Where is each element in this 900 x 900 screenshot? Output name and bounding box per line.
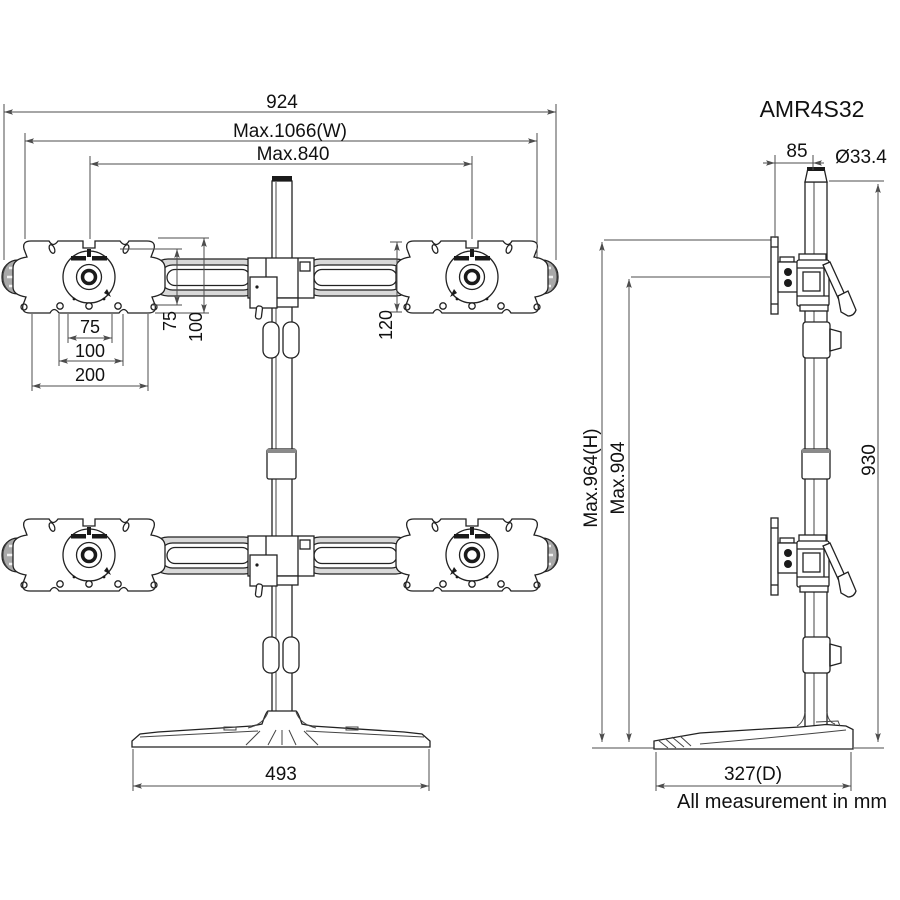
dim-label-75-vertical: 75 xyxy=(160,311,180,331)
measurement-unit-note: All measurement in mm xyxy=(677,791,887,813)
dim-label-493: 493 xyxy=(265,764,297,785)
dim-label-100-horizontal: 100 xyxy=(75,341,105,361)
front-base xyxy=(131,710,431,748)
side-pole-cap xyxy=(807,167,825,171)
dim-label-max-840: Max.840 xyxy=(257,144,330,165)
dim-label-max-904: Max.904 xyxy=(608,441,629,514)
front-pole-cap xyxy=(272,176,292,181)
dim-label-120: 120 xyxy=(376,310,396,340)
side-upper-cable-box xyxy=(802,321,842,359)
dim-label-max-964: Max.964(H) xyxy=(581,428,602,527)
side-view xyxy=(592,155,884,791)
side-base xyxy=(653,711,854,750)
model-number-title: AMR4S32 xyxy=(760,96,865,122)
front-dimensions xyxy=(3,104,557,791)
dim-label-200: 200 xyxy=(75,365,105,385)
side-dimensions xyxy=(655,155,884,791)
front-pole-collar xyxy=(266,448,297,480)
dim-label-pole-diameter: Ø33.4 xyxy=(835,147,887,168)
dim-label-100-vertical: 100 xyxy=(186,312,206,342)
dim-label-max-1066: Max.1066(W) xyxy=(233,121,347,142)
dim-label-75-horizontal: 75 xyxy=(80,317,100,337)
front-view xyxy=(2,104,558,791)
dim-label-327: 327(D) xyxy=(724,764,782,785)
side-height-dimensions xyxy=(592,239,771,749)
dim-label-924: 924 xyxy=(266,92,298,113)
dim-label-930: 930 xyxy=(859,444,880,476)
side-lower-cable-box xyxy=(802,636,842,674)
dim-label-85: 85 xyxy=(786,141,807,162)
side-pole-collar xyxy=(801,448,831,480)
